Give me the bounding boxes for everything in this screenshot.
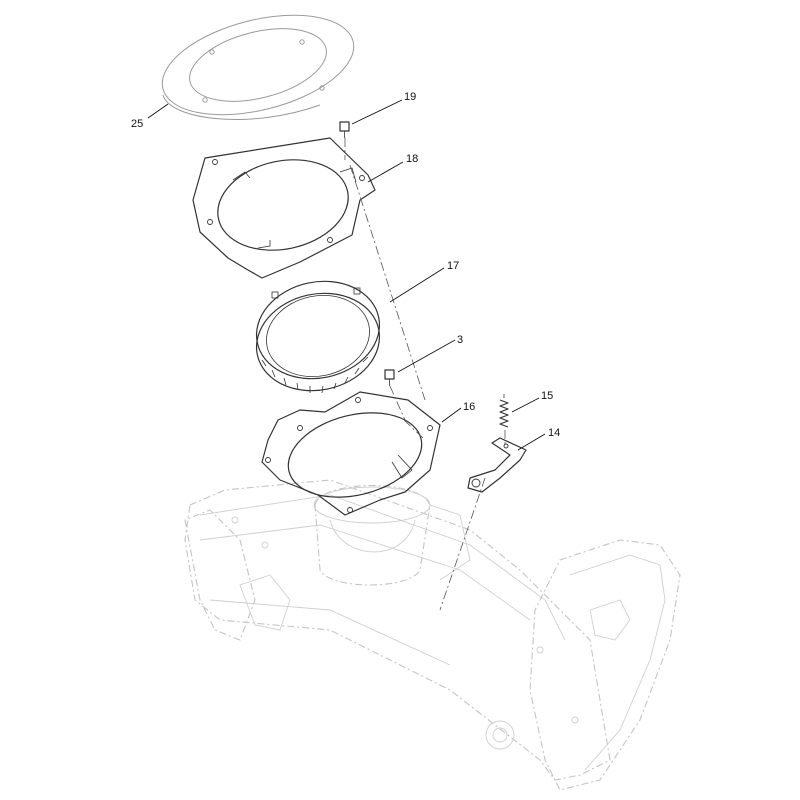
assembly-axis-lines	[344, 138, 506, 611]
chute-base-plate	[261, 391, 441, 516]
callout-3: 3	[457, 334, 463, 346]
chute-ring-gear	[255, 280, 381, 394]
chute-ring-outer	[161, 14, 355, 120]
callout-16: 16	[463, 401, 475, 413]
callout-19: 19	[404, 91, 416, 103]
callout-15: 15	[541, 390, 553, 402]
auger-housing-ghost	[184, 479, 681, 791]
bolt-3	[384, 369, 395, 386]
lever-pawl	[467, 437, 527, 493]
callout-17: 17	[447, 260, 459, 272]
leader-lines	[147, 99, 546, 451]
spring	[499, 394, 509, 428]
chute-mounting-plate	[192, 137, 376, 279]
bolt-19	[339, 121, 350, 138]
callout-14: 14	[548, 427, 560, 439]
callout-18: 18	[406, 153, 418, 165]
callout-25: 25	[131, 118, 143, 130]
